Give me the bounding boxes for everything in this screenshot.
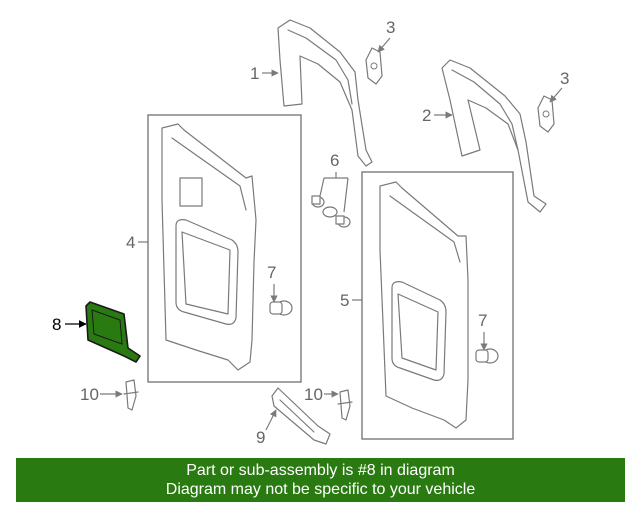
callout-7a: 7	[267, 263, 276, 282]
part-3-clip-right[interactable]	[537, 95, 555, 133]
banner-line-2: Diagram may not be specific to your vehi…	[165, 481, 476, 498]
callout-10b: 10	[304, 385, 323, 404]
part-7-push-pin[interactable]	[269, 300, 293, 316]
part-3-clip[interactable]	[365, 47, 383, 85]
banner-line-1: Part or sub-assembly is #8 in diagram	[186, 462, 455, 479]
callout-10a: 10	[80, 385, 99, 404]
info-banner: Part or sub-assembly is #8 in diagram Di…	[16, 458, 625, 502]
callout-9: 9	[256, 428, 265, 447]
callout-7b: 7	[478, 311, 487, 330]
callout-4: 4	[126, 233, 135, 252]
callout-3b: 3	[560, 69, 569, 88]
part-4-quarter-trim-panel[interactable]	[161, 123, 257, 371]
callout-2: 2	[422, 106, 431, 125]
part-7-push-pin-right[interactable]	[475, 348, 499, 364]
part-10-fastener[interactable]	[123, 379, 139, 411]
callout-5: 5	[340, 291, 349, 310]
callout-1: 1	[250, 64, 259, 83]
part-1-pillar-trim[interactable]	[277, 19, 373, 167]
part-8-highlighted[interactable]	[85, 301, 141, 363]
part-6-clips[interactable]	[311, 195, 351, 228]
callout-6: 6	[330, 151, 339, 170]
part-9-bracket[interactable]	[271, 387, 331, 445]
part-2-pillar-trim[interactable]	[441, 59, 547, 213]
part-10-fastener-right[interactable]	[337, 389, 353, 421]
callout-8: 8	[52, 315, 61, 334]
callout-3a: 3	[386, 18, 395, 37]
part-5-quarter-trim-panel[interactable]	[379, 181, 469, 429]
